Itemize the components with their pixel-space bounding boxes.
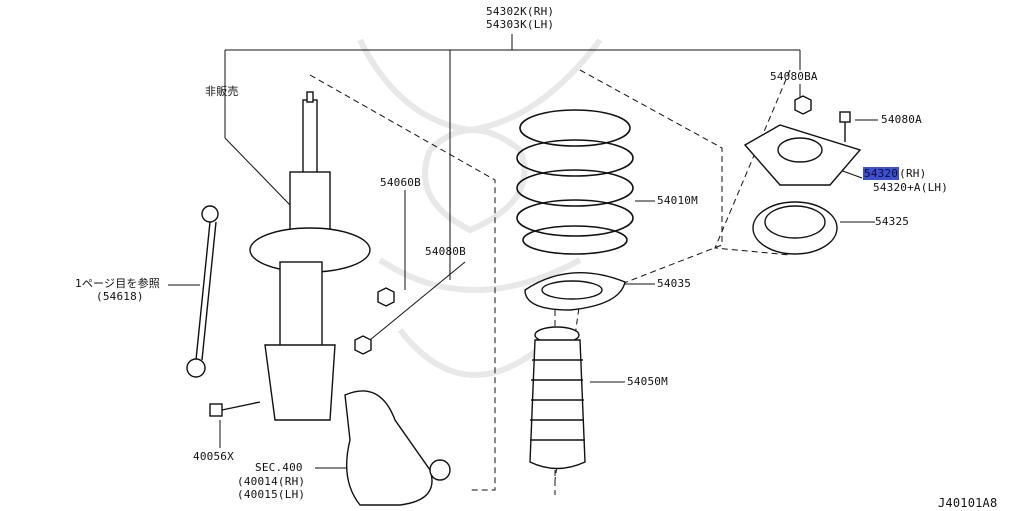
- watermark-emblem: [357, 38, 603, 378]
- steering-knuckle: [344, 390, 451, 506]
- strut-bearing: [752, 201, 838, 255]
- label-40056x: 40056X: [193, 450, 234, 463]
- spring-seat: [524, 272, 626, 311]
- label-54325: 54325: [875, 215, 910, 228]
- bound-bumper: [529, 326, 586, 470]
- label-stabilizer-link: (54618): [96, 290, 144, 303]
- label-54010m: 54010M: [657, 194, 698, 207]
- coil-spring: [516, 109, 634, 255]
- mount-insulator: [743, 124, 862, 186]
- label-54080a: 54080A: [881, 113, 922, 126]
- label-54050m: 54050M: [627, 375, 668, 388]
- label-54060b: 54060B: [380, 176, 421, 189]
- label-strut-rh: 54302K(RH): [486, 5, 555, 18]
- label-54320-lh: 54320+A(LH): [873, 181, 949, 194]
- part-number-highlight[interactable]: 54320: [863, 167, 900, 180]
- label-see-page-1: 1ページ目を参照: [75, 277, 161, 290]
- label-sec-400: SEC.400: [255, 461, 303, 474]
- bolt-40056x: [209, 401, 261, 417]
- strut-assembly: [249, 91, 371, 421]
- label-not-sold: 非販売: [205, 85, 239, 98]
- label-54320-rh[interactable]: 54320(RH): [863, 167, 927, 180]
- stabilizer-link: [186, 205, 219, 378]
- bolt-54080a: [839, 111, 851, 142]
- label-strut-lh: 54303K(LH): [486, 18, 555, 31]
- nuts: [354, 95, 812, 355]
- label-54080ba: 54080BA: [770, 70, 818, 83]
- label-54080b: 54080B: [425, 245, 466, 258]
- label-knuckle-lh: (40015(LH): [237, 488, 306, 501]
- label-54035: 54035: [657, 277, 692, 290]
- label-knuckle-rh: (40014(RH): [237, 475, 306, 488]
- label-rh-suffix: (RH): [899, 167, 927, 180]
- diagram-id: J40101A8: [938, 496, 998, 510]
- leader-lines: [168, 34, 878, 469]
